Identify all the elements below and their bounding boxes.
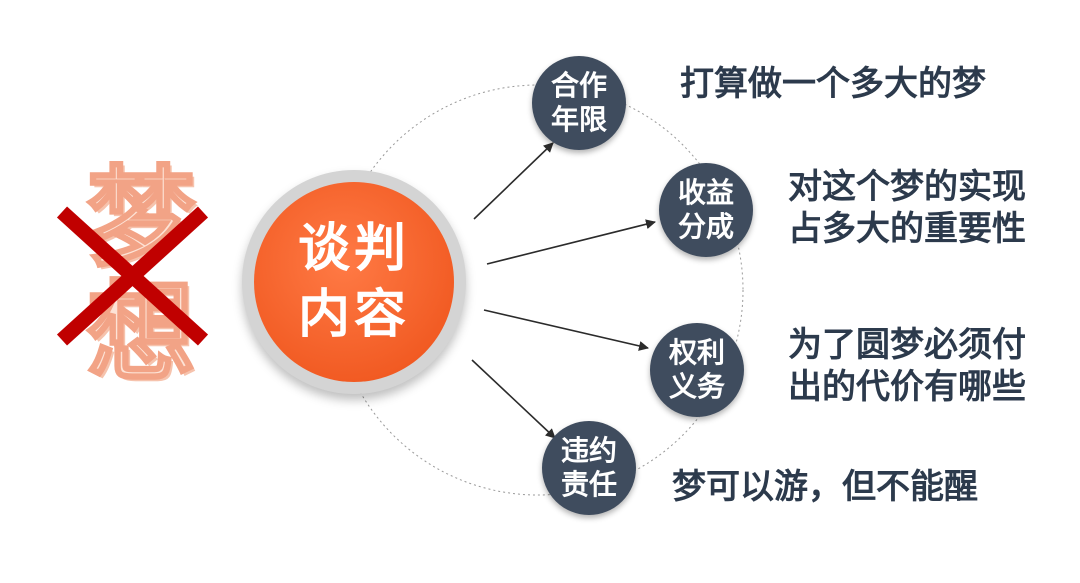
center-topic-circle: 谈判 内容 — [242, 170, 466, 394]
node-breach-liability: 违约 责任 — [542, 421, 636, 515]
node-label-line-1: 合作 — [550, 69, 607, 102]
center-title-line-2: 内容 — [297, 285, 410, 345]
arrow-to-node-2 — [486, 219, 656, 265]
arrow-to-node-1 — [473, 142, 554, 220]
center-title-line-1: 谈判 — [297, 219, 410, 279]
node-3-description-line-2: 出的代价有哪些 — [788, 367, 1026, 407]
node-label-line-1: 收益 — [677, 176, 734, 209]
arrow-to-node-4 — [471, 359, 556, 439]
node-label-line-2: 义务 — [668, 370, 725, 403]
node-label-line-2: 年限 — [550, 103, 607, 136]
node-label-line-2: 分成 — [677, 210, 734, 243]
node-label-line-1: 违约 — [560, 434, 617, 467]
node-revenue-share: 收益 分成 — [659, 163, 753, 257]
node-2-description-line-2: 占多大的重要性 — [788, 209, 1026, 249]
node-cooperation-term: 合作 年限 — [532, 56, 626, 150]
node-4-description: 梦可以游，但不能醒 — [672, 467, 978, 507]
node-label-line-2: 责任 — [560, 468, 617, 501]
node-1-description: 打算做一个多大的梦 — [680, 64, 986, 104]
node-rights-obligations: 权利 义务 — [650, 323, 744, 417]
arrow-to-node-3 — [483, 309, 649, 351]
center-topic-inner: 谈判 内容 — [254, 182, 454, 382]
node-label-line-1: 权利 — [668, 336, 725, 369]
node-2-description-line-1: 对这个梦的实现 — [788, 167, 1026, 207]
node-3-description-line-1: 为了圆梦必须付 — [788, 325, 1026, 365]
